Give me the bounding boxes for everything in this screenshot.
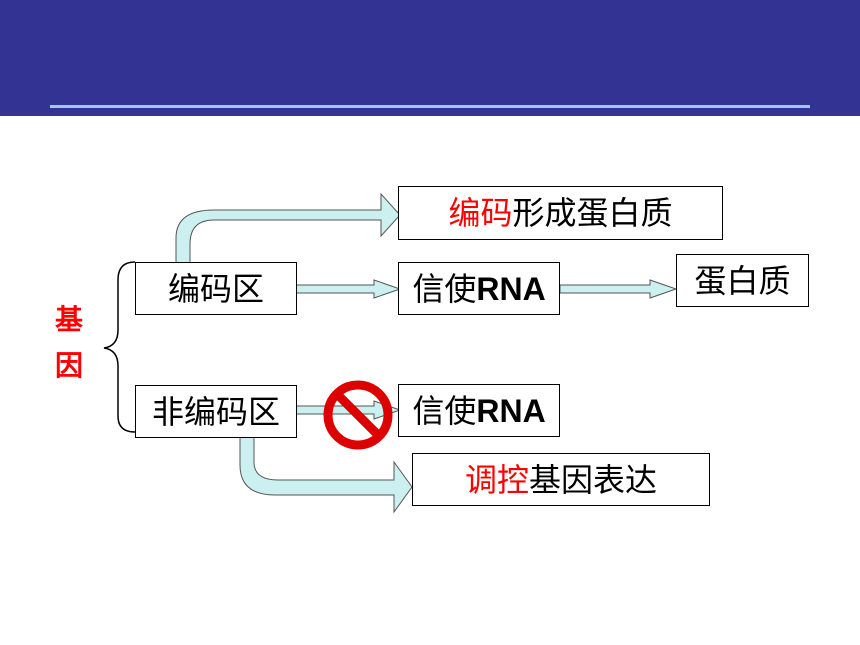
bottom-target-highlight: 调控: [464, 460, 529, 499]
gene-label-char-1: 基: [55, 303, 84, 336]
mrna-box-2-cn: 信使: [412, 391, 477, 430]
coding-region-label: 编码区: [167, 269, 264, 308]
gene-brace: [103, 261, 136, 433]
mrna-box-2-latin: RNA: [476, 392, 546, 429]
mrna-box-1-latin: RNA: [476, 270, 546, 307]
title-bar: [0, 0, 860, 116]
title-underline: [50, 105, 810, 108]
top-target-text: 形成蛋白质: [512, 194, 673, 232]
bottom-target-box: 调控基因表达: [412, 453, 710, 506]
prohibition-icon: [323, 380, 393, 450]
bottom-target-text: 基因表达: [529, 460, 658, 499]
mrna-box-1-cn: 信使: [412, 269, 477, 308]
coding-region-box: 编码区: [135, 262, 297, 315]
arrow-coding-to-top: [175, 192, 401, 265]
protein-label: 蛋白质: [694, 261, 791, 300]
noncoding-region-box: 非编码区: [135, 385, 297, 438]
noncoding-region-label: 非编码区: [151, 392, 280, 431]
protein-box: 蛋白质: [676, 254, 809, 307]
arrow-mrna-to-protein: [559, 279, 678, 299]
top-target-highlight: 编码: [448, 194, 513, 232]
arrow-coding-to-mrna: [295, 279, 402, 299]
top-target-box: 编码形成蛋白质: [398, 186, 723, 240]
arrow-noncoding-to-bottom: [239, 431, 413, 514]
gene-label-char-2: 因: [55, 349, 84, 382]
